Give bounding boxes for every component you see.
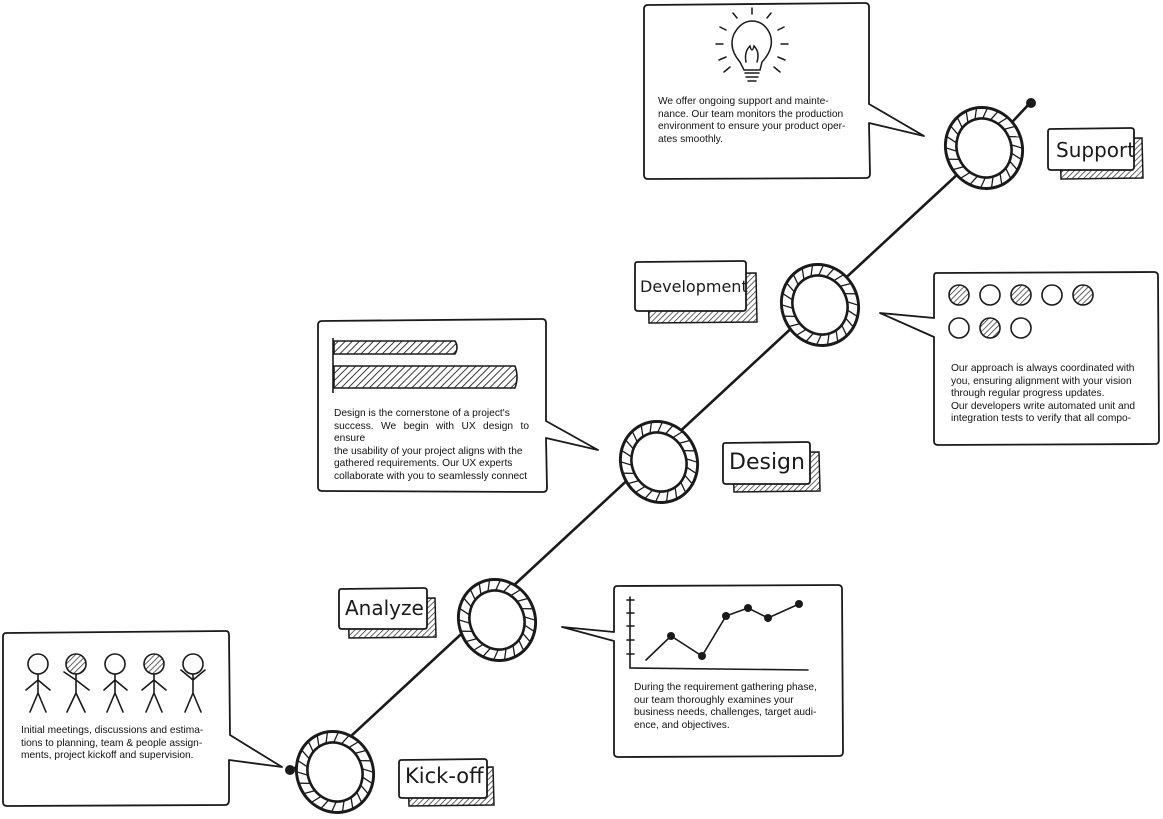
development-milestone-ring xyxy=(779,263,861,347)
design-text-line: gathered requirements. Our UX experts xyxy=(334,458,513,470)
analyze-text-line: business needs, challenges, target audi- xyxy=(634,707,817,719)
analyze-milestone-ring xyxy=(456,578,538,662)
design-tag xyxy=(722,441,821,493)
design-text-line: success. We begin with UX design to ensu… xyxy=(334,420,529,445)
support-description: We offer ongoing support and mainte- nan… xyxy=(658,96,851,146)
kickoff-callout xyxy=(2,630,283,807)
kickoff-text-line: Initial meetings, discussions and estima… xyxy=(21,725,204,736)
analyze-text-line: our team thoroughly examines your xyxy=(634,694,794,706)
support-label: Support xyxy=(1056,138,1136,162)
analyze-text-line: ence, and objectives. xyxy=(634,719,730,731)
kickoff-text-line: ments, project kickoff and supervision. xyxy=(21,750,194,762)
development-text-line: Our approach is always coordinated with xyxy=(951,363,1135,374)
line-chart-icon xyxy=(626,596,809,671)
design-text-line: the usability of your project aligns wit… xyxy=(334,445,523,457)
analyze-description: During the requirement gathering phase, … xyxy=(634,682,827,732)
design-milestone-ring xyxy=(618,420,700,504)
design-label: Design xyxy=(729,450,805,475)
development-text-line: Our developers write automated unit and xyxy=(951,400,1136,412)
design-text-line: collaborate with you to seamlessly conne… xyxy=(334,470,528,482)
bar-chart-icon xyxy=(332,338,518,393)
design-callout xyxy=(317,318,599,493)
kickoff-label: Kick-off xyxy=(405,764,484,788)
analyze-callout xyxy=(561,584,844,758)
kickoff-description: Initial meetings, discussions and estima… xyxy=(21,725,214,763)
support-text-line: nance. Our team monitors the production xyxy=(658,108,844,120)
support-callout xyxy=(643,2,925,180)
analyze-text-line: During the requirement gathering phase, xyxy=(634,682,817,693)
development-text-line: integration tests to verify that all com… xyxy=(951,413,1132,425)
design-text-line: Design is the cornerstone of a project's xyxy=(334,408,510,419)
support-text-line: ates smoothly. xyxy=(658,133,723,145)
support-text-line: environment to ensure your product oper- xyxy=(658,121,846,133)
design-description: Design is the cornerstone of a project's… xyxy=(334,408,529,484)
kickoff-milestone-ring xyxy=(294,730,376,814)
people-icon xyxy=(25,653,206,713)
development-text-line: you, ensuring alignment with your vision xyxy=(951,375,1132,387)
lightbulb-icon xyxy=(715,7,789,82)
support-tag xyxy=(1047,127,1144,180)
development-callout xyxy=(879,271,1160,446)
kickoff-text-line: tions to planning, team & people assign- xyxy=(21,737,203,749)
development-label: Development xyxy=(640,277,748,296)
kickoff-tag xyxy=(398,758,495,807)
development-description: Our approach is always coordinated with … xyxy=(951,363,1144,426)
development-text-line: through regular progress updates. xyxy=(951,388,1105,400)
analyze-tag xyxy=(338,587,437,639)
development-tag xyxy=(634,260,758,324)
support-text-line: We offer ongoing support and mainte- xyxy=(658,96,829,107)
support-milestone-ring xyxy=(943,106,1025,190)
analyze-label: Analyze xyxy=(345,596,424,620)
dots-grid-icon xyxy=(948,284,1094,339)
